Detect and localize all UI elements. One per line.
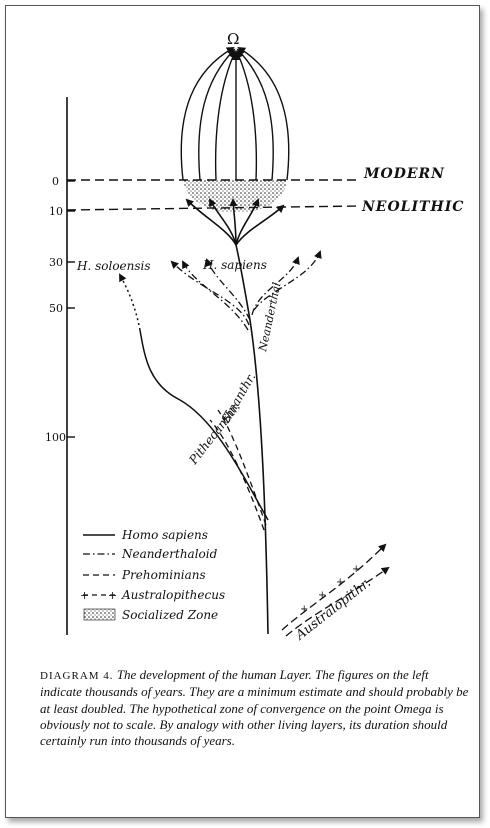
- omega-symbol: Ω: [227, 30, 239, 48]
- label-h-soloensis: H. soloensis: [76, 259, 151, 273]
- label-neanderthal: Neanderthal: [256, 281, 284, 354]
- svg-text:+: +: [336, 577, 344, 588]
- legend: + + Homo sapiens Neanderthaloid Prehomin…: [80, 528, 225, 622]
- axis-tick-100: 100: [45, 431, 66, 444]
- caption-heading: DIAGRAM 4.: [40, 670, 114, 682]
- svg-text:+: +: [318, 590, 326, 601]
- legend-label-prehominians: Prehominians: [121, 568, 206, 582]
- modern-label: MODERN: [363, 166, 445, 182]
- australopithecus-plus-marks: + + + +: [300, 564, 360, 615]
- axis-ticks: [67, 180, 75, 438]
- svg-text:+: +: [108, 589, 117, 602]
- svg-text:+: +: [352, 564, 360, 575]
- legend-label-neanderthaloid: Neanderthaloid: [121, 547, 218, 561]
- label-h-sapiens: H. sapiens: [202, 258, 267, 272]
- legend-label-socialized-zone: Socialized Zone: [122, 608, 218, 622]
- page-frame: [5, 5, 480, 818]
- axis-tick-0: 0: [52, 175, 59, 188]
- australopithecus-branch: [281, 543, 390, 637]
- svg-text:+: +: [300, 604, 308, 615]
- diagram-caption: DIAGRAM 4. The development of the human …: [40, 667, 470, 749]
- legend-label-australopithecus: Australopithecus: [121, 588, 225, 602]
- legend-plus-swatch: + +: [80, 589, 117, 602]
- omega-convergence: [180, 46, 290, 181]
- neolithic-label: NEOLITHIC: [361, 199, 464, 215]
- socialized-zone: [183, 180, 287, 212]
- legend-dotted-swatch: [83, 608, 116, 621]
- prehominian-branches: [209, 409, 267, 531]
- svg-text:+: +: [80, 589, 89, 602]
- axis-tick-30: 30: [49, 256, 63, 269]
- axis-tick-50: 50: [49, 302, 63, 315]
- axis-tick-10: 10: [49, 205, 63, 218]
- caption-text: The development of the human Layer. The …: [40, 667, 469, 749]
- neanderthaloid-branches: [170, 250, 322, 331]
- homo-sapiens-branch: [185, 198, 285, 635]
- legend-label-homo-sapiens: Homo sapiens: [121, 528, 208, 542]
- soloensis-branch: [119, 273, 269, 521]
